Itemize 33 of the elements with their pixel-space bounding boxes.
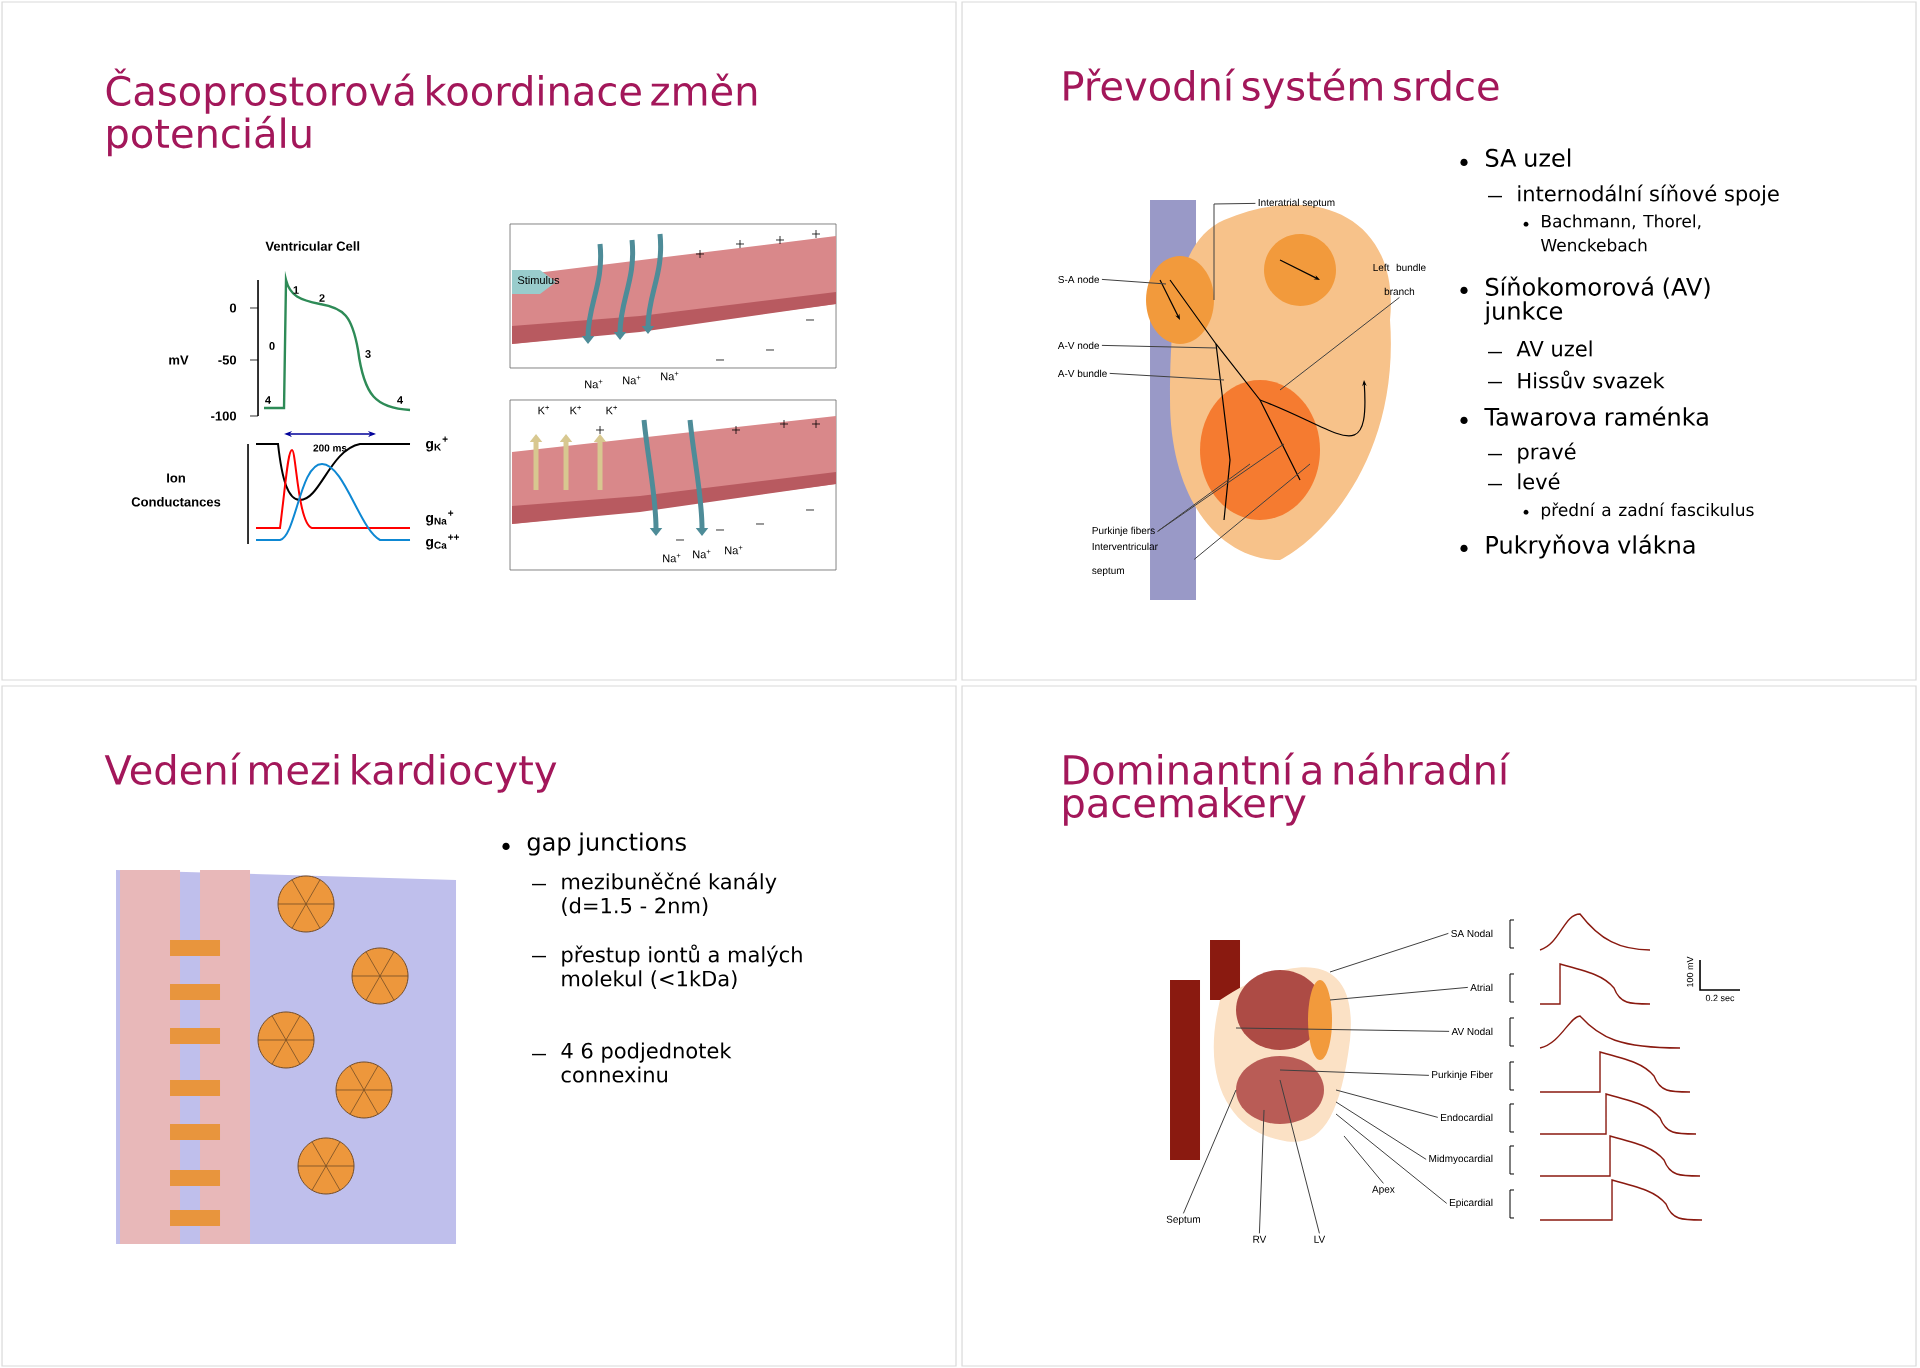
leader-line [1235, 1027, 1450, 1032]
list-item: Hissův svazek [1487, 370, 1665, 389]
leader-line [1193, 463, 1311, 560]
leader-line [1258, 1109, 1265, 1234]
list-item: AV uzel [1487, 340, 1592, 357]
leader-line [1329, 986, 1469, 1001]
leader-line [1279, 1069, 1430, 1076]
list-item: Síňokomorová (AV) junkce [1460, 276, 1710, 325]
list-item: přední a zadní fascikulus [1523, 502, 1754, 520]
leader-line [1101, 344, 1217, 349]
leader-line [1157, 443, 1285, 532]
leader-line [1101, 278, 1167, 285]
leader-line [1335, 1113, 1448, 1204]
list-item: 4 6 podjednotek connexinu [531, 1042, 732, 1083]
leader-line [1109, 372, 1225, 381]
list-item: levé [1487, 472, 1560, 490]
list-item: mezibuněčné kanály (d=1.5 - 2nm) [531, 872, 777, 916]
leader-line [1157, 463, 1251, 532]
leader-line [1213, 202, 1256, 301]
list-item: internodální síňové spoje [1487, 184, 1779, 206]
list-item: gap junctions [502, 832, 686, 856]
list-item: pravé [1487, 442, 1576, 464]
leader-line [1335, 1101, 1427, 1160]
leader-line [1343, 1135, 1384, 1184]
leader-line [1182, 1089, 1237, 1214]
list-item: SA uzel [1460, 148, 1571, 167]
list-item: přestup iontů a malých molekul (<1kDa) [531, 944, 802, 989]
leader-line [1279, 1079, 1320, 1234]
list-item: Bachmann, Thorel, Wenckebach [1523, 214, 1701, 252]
list-item: Pukryňova vlákna [1460, 534, 1695, 559]
leader-line [1335, 1089, 1439, 1118]
list-item: Tawarova raménka [1460, 406, 1708, 426]
leader-line [1329, 932, 1449, 973]
